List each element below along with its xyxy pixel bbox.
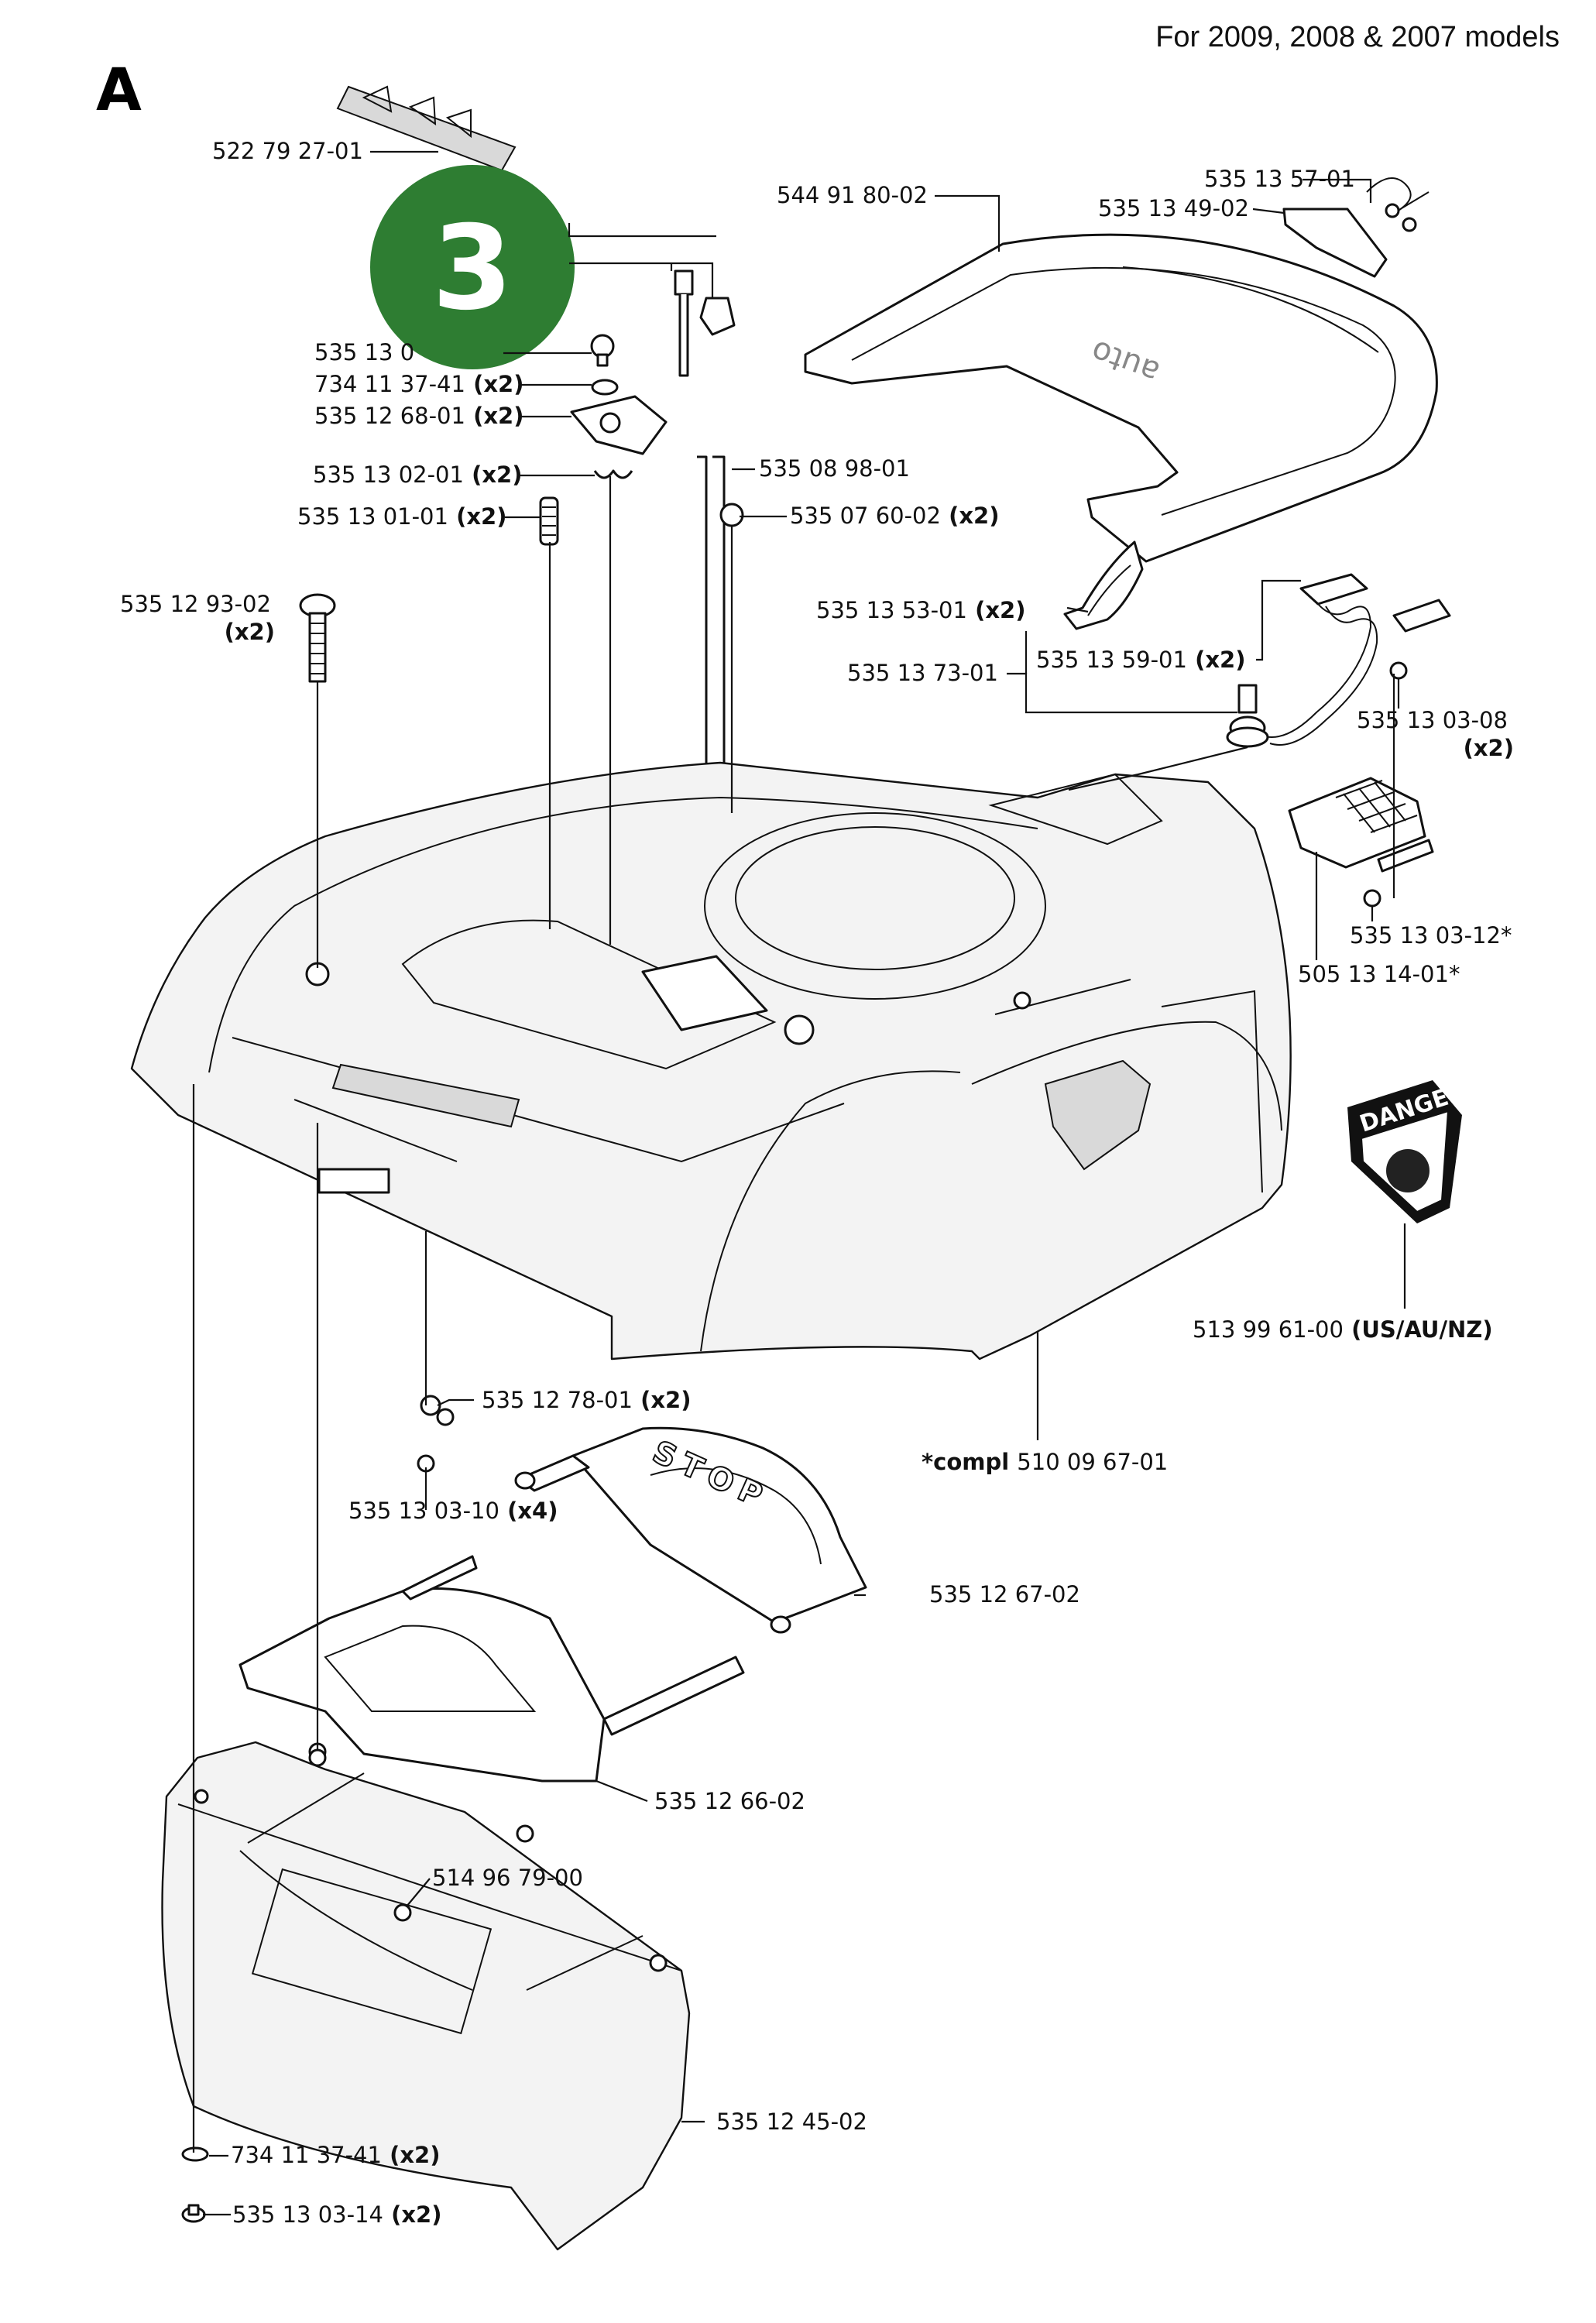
part-label-p25: 514 96 79-00 — [432, 1865, 583, 1891]
part-number: 535 07 60-02 — [790, 503, 941, 529]
part-qty: (x2) — [448, 503, 507, 530]
step-badge-number: 3 — [432, 201, 513, 336]
part-number: 535 13 03-10 — [348, 1498, 499, 1524]
part-number: 535 08 98-01 — [759, 455, 910, 482]
part-qty: (x2) — [941, 503, 1000, 529]
part-qty: (x2) — [382, 2142, 441, 2168]
part-qty: (x2) — [967, 597, 1026, 623]
step-badge-circle — [370, 165, 575, 369]
part-label-p08: 535 08 98-01 — [759, 455, 910, 482]
part-number: 535 13 49-02 — [1098, 195, 1249, 221]
part-qty: (x2) — [633, 1387, 692, 1413]
part-number: 544 91 80-02 — [777, 182, 928, 208]
part-label-p04: 535 12 68-01 (x2) — [314, 403, 523, 429]
part-qty: (x2) — [1187, 647, 1246, 673]
lid-handle — [1282, 177, 1430, 278]
part-number: 522 79 27-01 — [212, 138, 363, 164]
part-label-p19: 513 99 61-00 (US/AU/NZ) — [1193, 1316, 1493, 1343]
part-label-p14: 535 13 59-01 (x2) — [1036, 647, 1245, 673]
part-label-p21: 535 12 78-01 (x2) — [482, 1387, 691, 1413]
bolt-long — [299, 593, 336, 683]
part-number: 535 12 93-02 — [120, 591, 271, 617]
part-label-p13: 535 13 53-01 (x2) — [816, 597, 1025, 623]
hinge-hardware — [539, 334, 668, 546]
part-label-p05: 535 13 02-01 (x2) — [313, 462, 522, 488]
part-number: 535 13 73-01 — [847, 660, 998, 686]
part-label-p26: 535 12 45-02 — [716, 2109, 867, 2135]
part-number: 535 13 02-01 — [313, 462, 464, 488]
part-label-p16: 535 13 03-08 — [1357, 707, 1508, 733]
part-number: 510 09 67-01 — [1017, 1449, 1168, 1475]
part-number: 514 96 79-00 — [432, 1865, 583, 1891]
part-label-p03: 734 11 37-41 (x2) — [314, 371, 523, 397]
part-number: 734 11 37-41 — [231, 2142, 382, 2168]
keypad-module — [1288, 777, 1434, 873]
bumper-screw — [181, 2146, 209, 2223]
part-number: 535 13 53-01 — [816, 597, 967, 623]
part-number: 535 12 66-02 — [654, 1788, 805, 1814]
part-label-p18: 505 13 14-01* — [1298, 961, 1460, 987]
section-letter: A — [96, 55, 142, 124]
part-label-p17: 535 13 03-12* — [1350, 922, 1512, 949]
part-number: 535 12 45-02 — [716, 2109, 867, 2135]
part-label-p01: 522 79 27-01 — [212, 138, 363, 164]
part-qty: (x2) — [383, 2201, 442, 2228]
part-label-p12: 535 13 49-02 — [1098, 195, 1249, 221]
part-label-p15: 535 13 73-01 — [847, 660, 998, 686]
part-number: 535 12 68-01 — [314, 403, 465, 429]
step-badge: 3 — [370, 165, 575, 369]
warning-label-sticker — [336, 85, 517, 172]
part-label-p20: *compl 510 09 67-01 — [922, 1449, 1168, 1475]
part-qty: (US/AU/NZ) — [1344, 1316, 1493, 1343]
part-qty: (x2) — [225, 619, 275, 645]
part-qty: (x2) — [465, 403, 524, 429]
front-bumper — [161, 1741, 691, 2251]
stop-hinge-screws — [417, 1395, 455, 1473]
models-note: For 2009, 2008 & 2007 models — [1155, 21, 1560, 53]
main-body-shell — [130, 761, 1292, 1361]
part-label-p11: 535 13 57-01 — [1204, 166, 1355, 192]
part-number: 535 13 01-01 — [297, 503, 448, 530]
part-number: 535 12 67-02 — [929, 1581, 1080, 1608]
part-number: 734 11 37-41 — [314, 371, 465, 397]
part-label-p02: 535 13 0 — [314, 339, 414, 365]
part-label-p07: 535 12 93-02 — [120, 591, 271, 617]
part-label-p06: 535 13 01-01 (x2) — [297, 503, 506, 530]
hinge-clip — [1063, 540, 1144, 630]
part-number: 505 13 14-01* — [1298, 961, 1460, 987]
part-label-p24: 535 12 66-02 — [654, 1788, 805, 1814]
part-number: 535 13 03-08 — [1357, 707, 1508, 733]
part-label-p27: 734 11 37-41 (x2) — [231, 2142, 440, 2168]
part-qty: (x4) — [499, 1498, 558, 1524]
part-number: 513 99 61-00 — [1193, 1316, 1344, 1343]
part-label-p28: 535 13 03-14 (x2) — [232, 2201, 441, 2228]
part-qty: (x2) — [464, 462, 523, 488]
stop-button-lid: STOP — [514, 1426, 867, 1634]
part-number: 535 13 59-01 — [1036, 647, 1187, 673]
part-label-p22: 535 13 03-10 (x4) — [348, 1498, 558, 1524]
part-label-p09: 535 07 60-02 (x2) — [790, 503, 999, 529]
part-number: 535 13 03-12* — [1350, 922, 1512, 949]
part-number: 535 12 78-01 — [482, 1387, 633, 1413]
part-label-p10: 544 91 80-02 — [777, 182, 928, 208]
danger-sticker: DANGER — [1347, 1079, 1469, 1223]
part-number: 535 13 57-01 — [1204, 166, 1355, 192]
sensor-assembly — [1226, 573, 1451, 908]
part-qty: (x2) — [1464, 735, 1514, 761]
part-label-prefix: *compl — [922, 1449, 1017, 1475]
part-number: 535 13 03-14 — [232, 2201, 383, 2228]
part-qty: (x2) — [465, 371, 524, 397]
leader-lines — [203, 150, 1406, 2216]
top-cover: auto — [804, 233, 1438, 563]
part-label-p23: 535 12 67-02 — [929, 1581, 1080, 1608]
part-number: 535 13 0 — [314, 339, 414, 365]
